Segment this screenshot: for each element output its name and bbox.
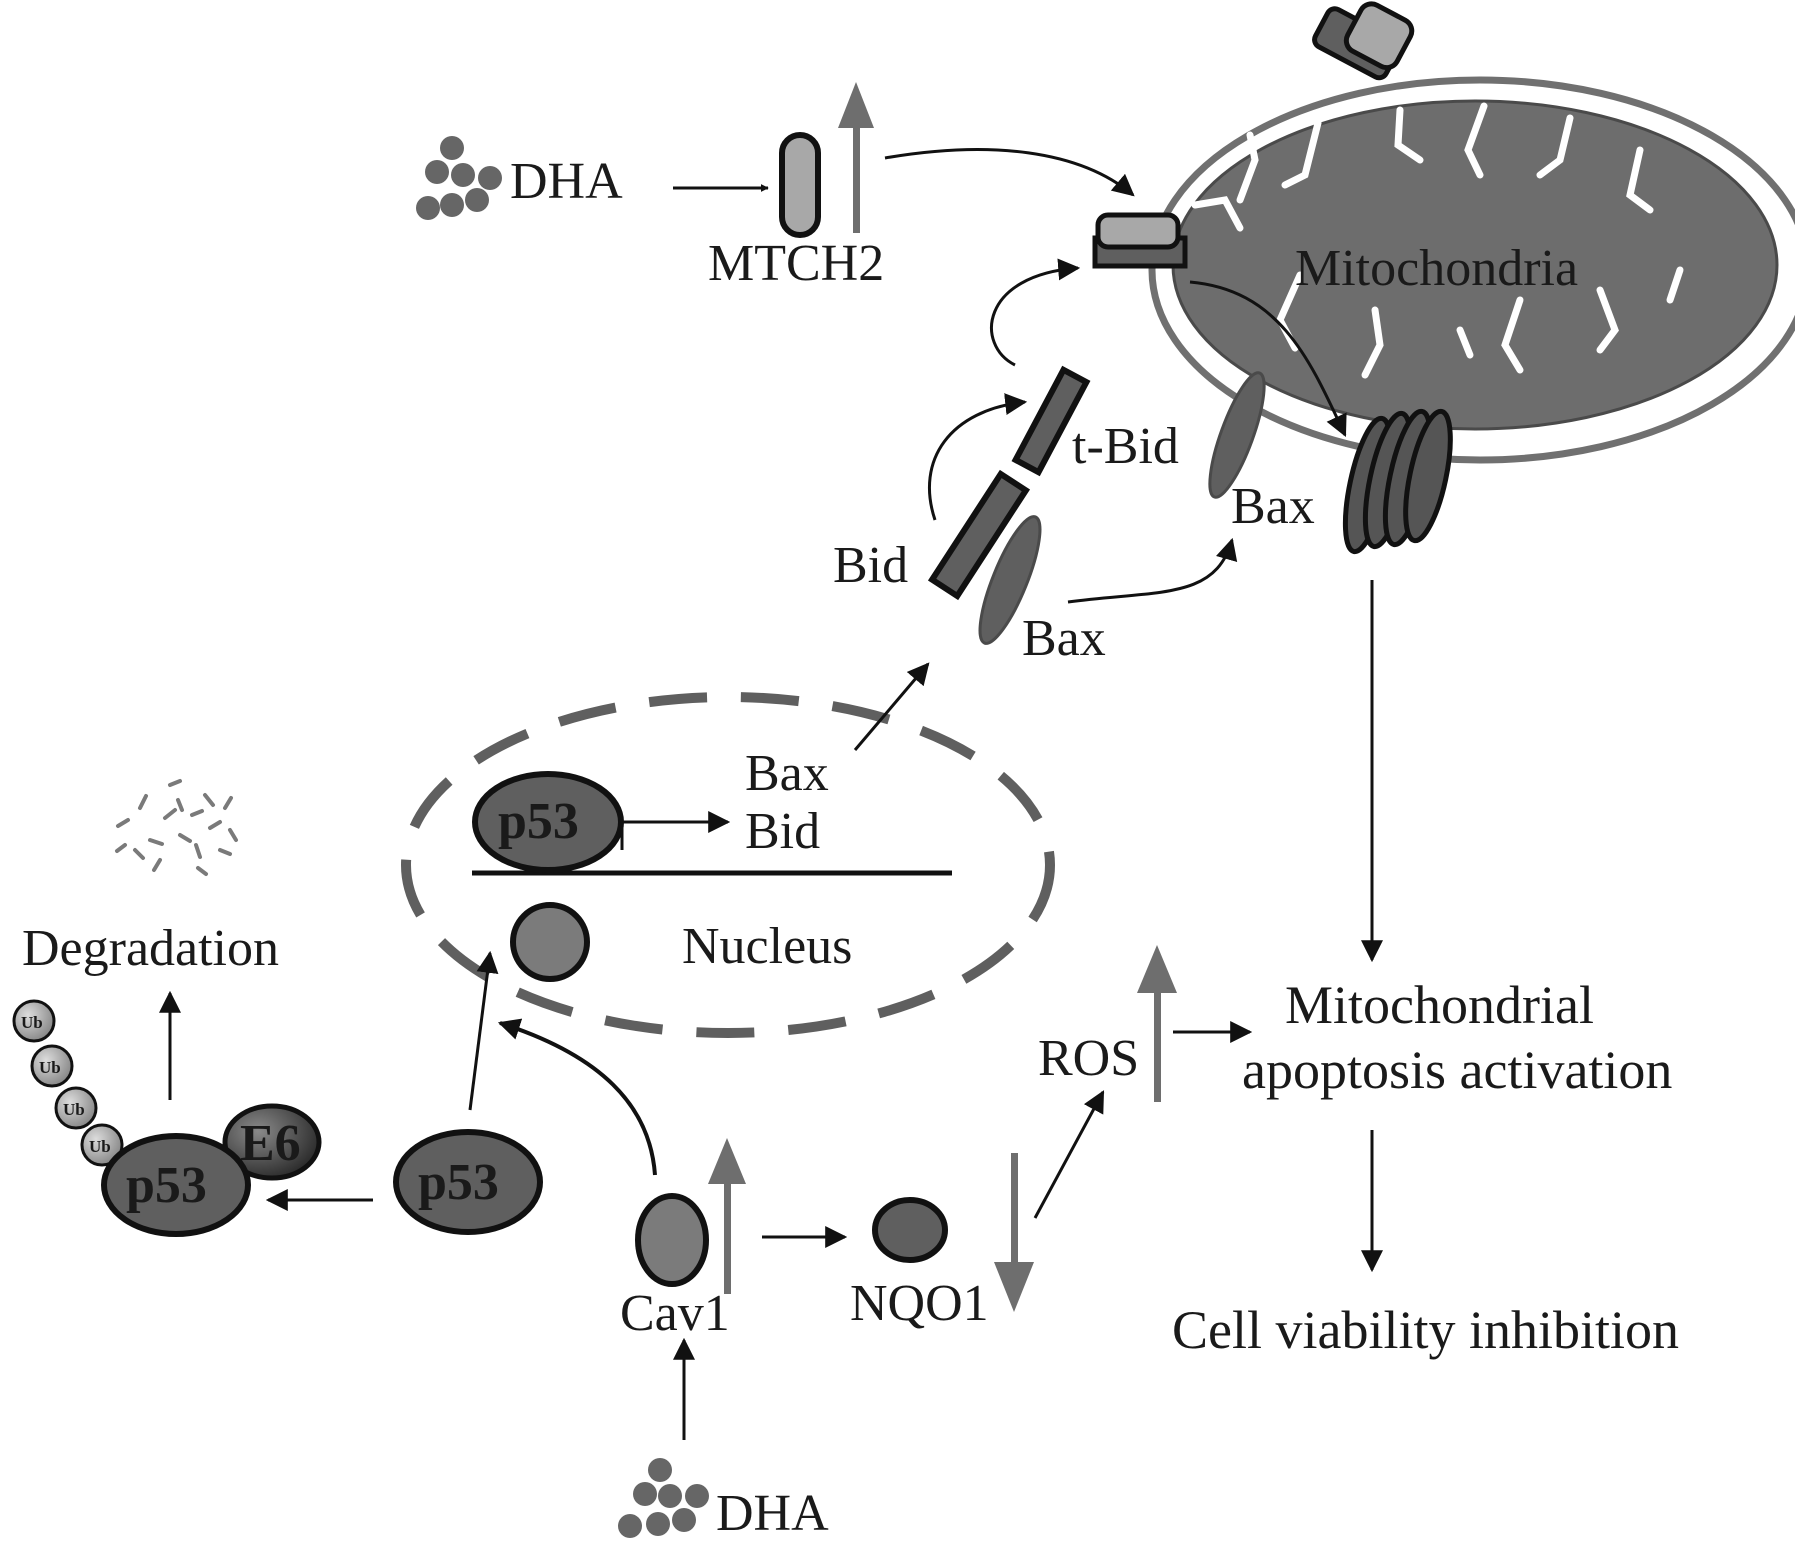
p53-nucleus-label: p53: [498, 793, 579, 850]
nqo1-downregulation-arrow: [994, 1153, 1034, 1312]
apoptosis-label-line2: apoptosis activation: [1242, 1040, 1672, 1100]
mtch2-label: MTCH2: [708, 235, 884, 292]
arrow-p53-to-nucleus: [468, 950, 499, 1111]
bid-protein: [927, 469, 1031, 601]
bax-cytosol-label: Bax: [1022, 610, 1106, 667]
arrow-mtch2-to-mitochondria: [884, 148, 1135, 197]
t-bid-label: t-Bid: [1072, 418, 1179, 475]
ros-upregulation-arrow: [1137, 945, 1177, 1102]
bax-membrane-label: Bax: [1231, 478, 1315, 535]
cristae: [1191, 102, 1684, 379]
bax-cytosol-protein: [978, 515, 1042, 645]
degradation-fragments: [115, 779, 238, 876]
bid-gene-label: Bid: [745, 803, 820, 860]
nucleus-envelope: [401, 692, 1055, 1038]
membrane-pore-top: [1312, 1, 1415, 81]
transcription-arrow: [620, 811, 731, 850]
cav1-protein: [635, 1193, 709, 1287]
arrow-nqo1-to-ros: [1033, 1090, 1105, 1219]
svg-text:Ub: Ub: [89, 1137, 111, 1156]
ubiquitin-chain: Ub Ub Ub Ub: [12, 999, 124, 1167]
ub-1: Ub: [12, 999, 56, 1043]
dha-top-label: DHA: [510, 153, 623, 210]
nqo1-label: NQO1: [850, 1275, 989, 1332]
viability-label: Cell viability inhibition: [1172, 1300, 1679, 1360]
bax-oligomer-channel: [1342, 408, 1453, 555]
mitochondrion: Mitochondria: [1148, 76, 1795, 464]
mtch2-protein: [779, 132, 821, 238]
bid-label: Bid: [833, 537, 908, 594]
arrow-nucleus-to-cytosol: [853, 662, 930, 751]
dha-molecule-top: [416, 136, 502, 220]
mtch2-upregulation-arrow: [838, 82, 874, 233]
nucleolus: [510, 902, 590, 982]
cav1-label: Cav1: [620, 1285, 730, 1342]
svg-text:Ub: Ub: [39, 1058, 61, 1077]
svg-text:Ub: Ub: [63, 1100, 85, 1119]
arrow-pore-to-channel: [1189, 280, 1347, 437]
mitochondria-label: Mitochondria: [1295, 240, 1578, 297]
arrow-bid-to-tbid: [927, 393, 1028, 521]
cav1-upregulation-arrow: [708, 1138, 746, 1294]
e6-protein: [222, 1103, 322, 1181]
svg-text:Ub: Ub: [21, 1013, 43, 1032]
mtch2-membrane-complex: [1092, 212, 1188, 269]
ub-3: Ub: [54, 1086, 98, 1130]
nucleus-label: Nucleus: [682, 918, 852, 975]
p53-degraded-label: p53: [126, 1157, 207, 1214]
ub-4: Ub: [80, 1123, 124, 1167]
e6-label: E6: [240, 1115, 301, 1172]
bax-membrane-protein: [1208, 371, 1266, 499]
t-bid-protein: [1011, 365, 1091, 477]
nqo1-protein: [872, 1197, 948, 1263]
dha-molecule-bottom: [618, 1458, 709, 1538]
dha-bottom-label: DHA: [716, 1485, 829, 1542]
arrow-cav1-to-nucleus: [497, 1018, 657, 1176]
p53-free-protein: [393, 1129, 543, 1235]
degradation-label: Degradation: [22, 920, 279, 977]
ros-label: ROS: [1038, 1030, 1139, 1087]
ub-2: Ub: [30, 1044, 74, 1088]
bax-gene-label: Bax: [745, 745, 829, 802]
apoptosis-label-line1: Mitochondrial: [1285, 975, 1594, 1035]
p53-degraded-protein: [101, 1133, 251, 1237]
arrow-tbid-to-mtch2-complex: [990, 258, 1081, 367]
p53-free-label: p53: [418, 1154, 499, 1211]
arrow-bax-to-membrane: [1067, 537, 1238, 604]
